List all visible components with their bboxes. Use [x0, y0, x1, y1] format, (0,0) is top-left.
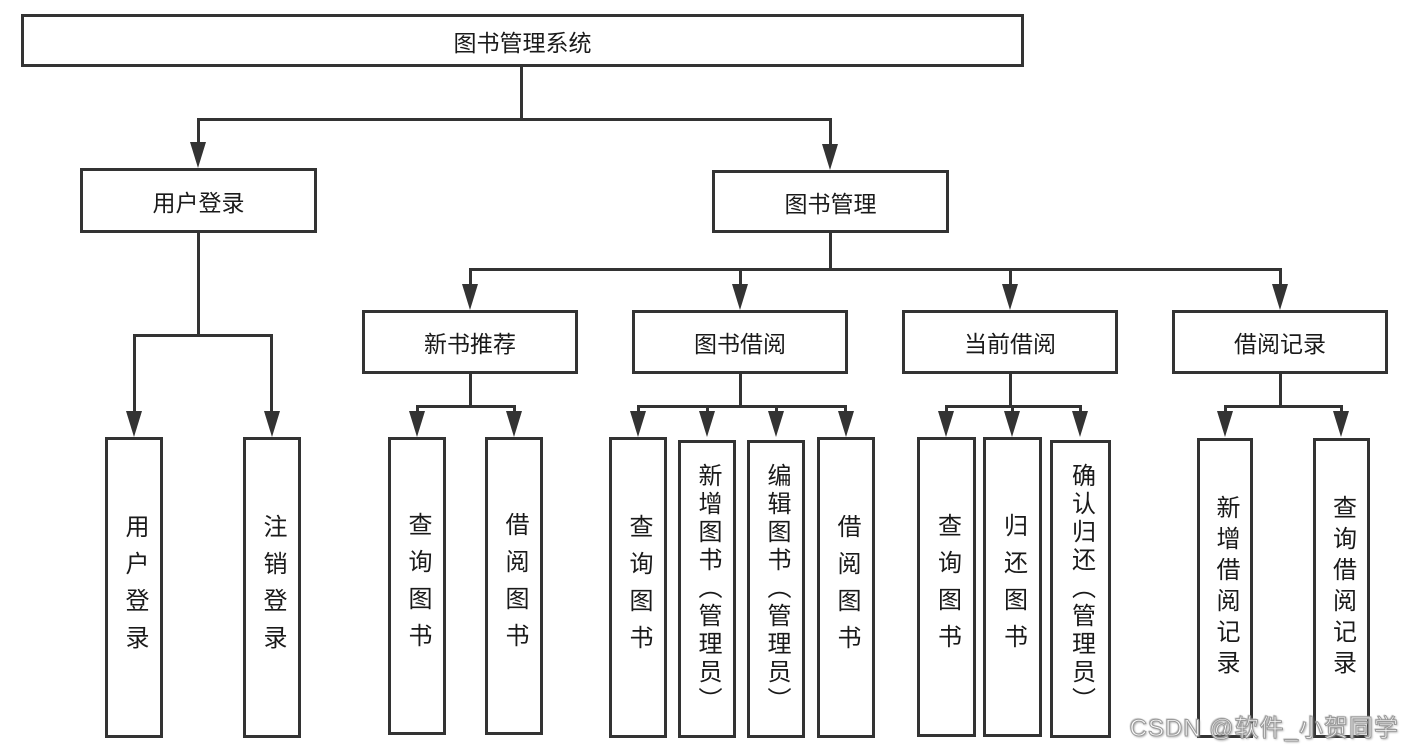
arrow-down: [630, 411, 646, 437]
node-new-book-recommend: 新书推荐: [362, 310, 578, 374]
connector-line: [133, 334, 136, 413]
connector-line: [1224, 405, 1343, 408]
connector-line: [706, 405, 709, 414]
leaf-add-borrow-record: 新增借阅记录: [1197, 438, 1253, 738]
leaf-add-books-admin: 新增图书（管理员）: [678, 440, 736, 738]
arrow-down: [1333, 411, 1349, 437]
arrow-down: [768, 411, 784, 437]
connector-line: [469, 268, 472, 286]
connector-line: [637, 405, 640, 414]
node-current-borrowing: 当前借阅: [902, 310, 1118, 374]
arrow-down: [1272, 284, 1288, 310]
connector-line: [739, 374, 742, 408]
arrow-down: [1004, 411, 1020, 437]
arrow-down: [264, 411, 280, 437]
leaf-return-books: 归还图书: [983, 437, 1042, 737]
leaf-edit-books-admin: 编辑图书（管理员）: [747, 440, 805, 738]
connector-line: [1224, 405, 1227, 414]
connector-line: [1079, 405, 1082, 414]
connector-line: [829, 233, 832, 271]
arrow-down: [1072, 411, 1088, 437]
connector-line: [775, 405, 778, 414]
connector-line: [637, 405, 847, 408]
leaf-query-books-borrowing: 查询图书: [609, 437, 667, 738]
arrow-down: [838, 411, 854, 437]
leaf-user-login: 用户登录: [105, 437, 163, 738]
connector-line: [416, 405, 419, 414]
connector-line: [1279, 268, 1282, 286]
leaf-query-books-recommend: 查询图书: [388, 437, 446, 735]
connector-line: [1279, 374, 1282, 408]
connector-line: [416, 405, 516, 408]
leaf-query-books-current: 查询图书: [917, 437, 976, 737]
connector-line: [1340, 405, 1343, 414]
arrow-down: [1217, 411, 1233, 437]
connector-line: [197, 118, 200, 146]
connector-line: [1009, 268, 1012, 286]
connector-line: [197, 233, 200, 337]
connector-line: [1009, 374, 1012, 408]
connector-line: [844, 405, 847, 414]
arrow-down: [699, 411, 715, 437]
leaf-logout: 注销登录: [243, 437, 301, 738]
arrow-down: [126, 411, 142, 437]
connector-line: [513, 405, 516, 414]
leaf-confirm-return-admin: 确认归还（管理员）: [1050, 440, 1111, 738]
connector-line: [270, 334, 273, 413]
connector-line: [197, 118, 831, 121]
arrow-down: [462, 284, 478, 310]
arrow-down: [1002, 284, 1018, 310]
connector-line: [1011, 405, 1014, 414]
leaf-borrow-books: 借阅图书: [817, 437, 875, 738]
arrow-down: [190, 142, 206, 168]
node-root-library-system: 图书管理系统: [21, 14, 1024, 67]
csdn-watermark: CSDN @软件_小贺同学: [1129, 715, 1399, 743]
connector-line: [945, 405, 948, 414]
arrow-down: [409, 411, 425, 437]
node-user-login: 用户登录: [80, 168, 317, 233]
node-book-management: 图书管理: [712, 170, 949, 233]
leaf-query-borrow-record: 查询借阅记录: [1313, 438, 1370, 738]
arrow-down: [938, 411, 954, 437]
connector-line: [469, 374, 472, 408]
node-book-borrowing: 图书借阅: [632, 310, 848, 374]
arrow-down: [822, 144, 838, 170]
node-borrow-records: 借阅记录: [1172, 310, 1388, 374]
arrow-down: [506, 411, 522, 437]
arrow-down: [732, 284, 748, 310]
connector-line: [829, 118, 832, 148]
leaf-borrow-books-recommend: 借阅图书: [485, 437, 543, 735]
connector-line: [133, 334, 273, 337]
connector-line: [469, 268, 1282, 271]
connector-line: [739, 268, 742, 286]
connector-line: [520, 67, 523, 120]
